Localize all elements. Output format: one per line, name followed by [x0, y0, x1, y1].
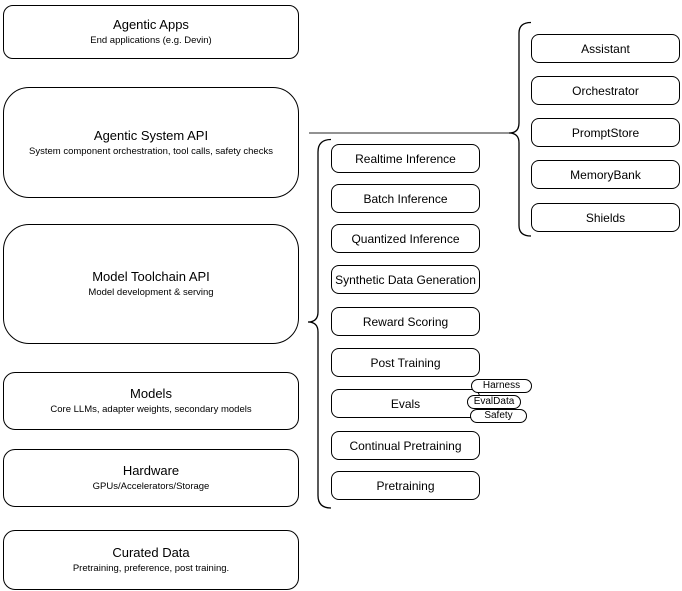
toolchain-item-pretraining: Pretraining	[331, 471, 480, 500]
box-curated-data: Curated Data Pretraining, preference, po…	[3, 530, 299, 590]
component-assistant: Assistant	[531, 34, 680, 63]
component-memorybank: MemoryBank	[531, 160, 680, 189]
box-agentic-system-api: Agentic System API System component orch…	[3, 87, 299, 198]
toolchain-item-post-training: Post Training	[331, 348, 480, 377]
box-title: Curated Data	[112, 545, 190, 560]
toolchain-item-batch-inference: Batch Inference	[331, 184, 480, 213]
box-subtitle: System component orchestration, tool cal…	[29, 145, 273, 157]
box-title: Agentic System API	[93, 127, 209, 143]
eval-tag-harness: Harness	[471, 379, 532, 393]
box-subtitle: End applications (e.g. Devin)	[90, 35, 212, 46]
box-models: Models Core LLMs, adapter weights, secon…	[3, 372, 299, 430]
toolchain-item-continual-pretraining: Continual Pretraining	[331, 431, 480, 460]
box-subtitle: Pretraining, preference, post training.	[72, 563, 230, 574]
box-model-toolchain-api: Model Toolchain API Model development & …	[3, 224, 299, 344]
toolchain-item-evals: Evals	[331, 389, 480, 418]
box-agentic-apps: Agentic Apps End applications (e.g. Devi…	[3, 5, 299, 59]
components-group-brace	[508, 21, 532, 237]
box-subtitle: Model development & serving	[88, 287, 214, 298]
box-title: Agentic Apps	[113, 17, 189, 32]
box-hardware: Hardware GPUs/Accelerators/Storage	[3, 449, 299, 507]
box-title: Model Toolchain API	[92, 269, 210, 284]
box-subtitle: GPUs/Accelerators/Storage	[92, 481, 210, 492]
component-shields: Shields	[531, 203, 680, 232]
toolchain-item-reward-scoring: Reward Scoring	[331, 307, 480, 336]
toolchain-item-synthetic-data-generation: Synthetic Data Generation	[331, 265, 480, 294]
eval-tag-safety: Safety	[470, 409, 527, 423]
eval-tag-evaldata: EvalData	[467, 395, 521, 409]
box-title: Models	[130, 386, 172, 401]
toolchain-group-brace	[307, 138, 332, 509]
component-orchestrator: Orchestrator	[531, 76, 680, 105]
box-title: Hardware	[122, 463, 180, 478]
component-promptstore: PromptStore	[531, 118, 680, 147]
toolchain-item-realtime-inference: Realtime Inference	[331, 144, 480, 173]
toolchain-item-quantized-inference: Quantized Inference	[331, 224, 480, 253]
box-subtitle: Core LLMs, adapter weights, secondary mo…	[50, 404, 252, 415]
